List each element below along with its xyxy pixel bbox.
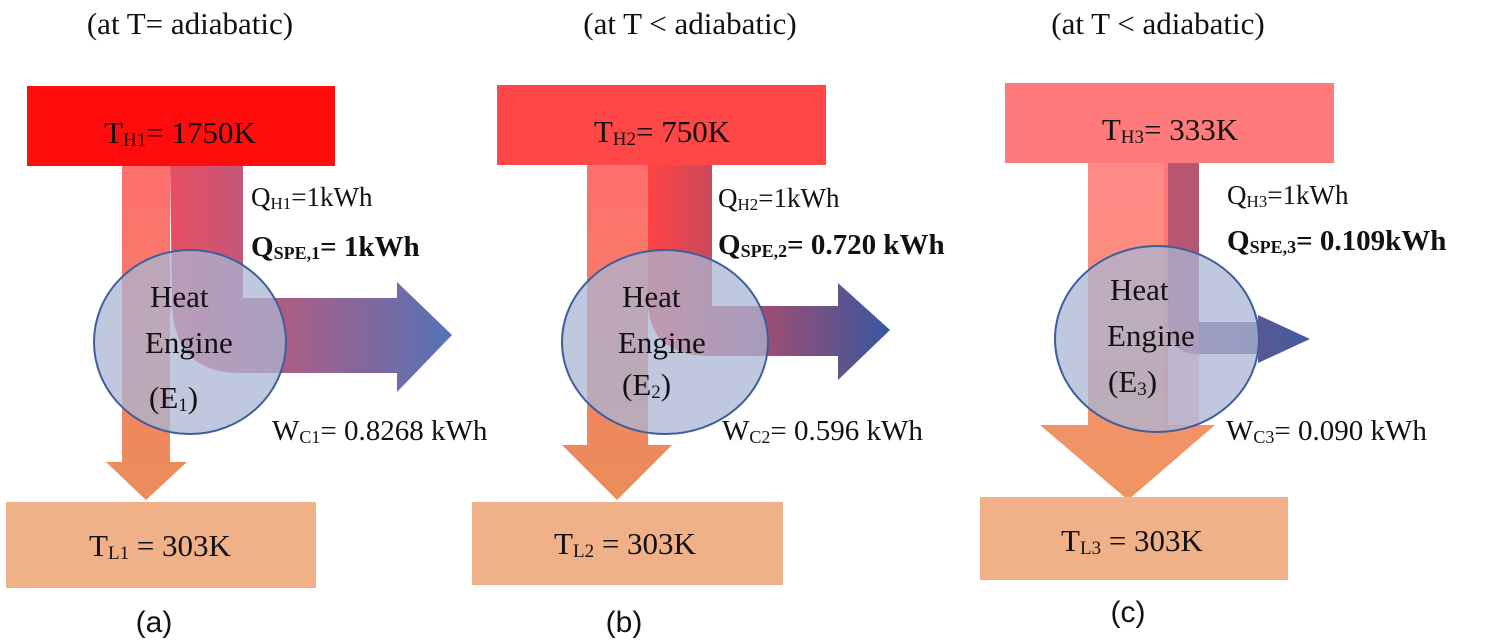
panel-label: (b) [606,606,643,639]
cold-reservoir-label: TL3 = 303K [1061,523,1204,559]
condition-label: (at T < adiabatic) [1051,6,1264,41]
heat-engine-label: Heat Engine (E1) [145,279,241,416]
condition-label: (at T= adiabatic) [87,6,293,41]
hot-reservoir [1005,83,1334,163]
panel-b: (at T < adiabatic) TH2= 750K Heat Engine… [472,6,945,639]
hot-reservoir [27,86,335,166]
specific-heat-label: QSPE,3= 0.109kWh [1227,225,1446,257]
work-output-label: WC2= 0.596 kWh [722,415,923,447]
cold-reservoir [980,497,1288,580]
specific-heat-label: QSPE,2= 0.720 kWh [718,229,945,261]
heat-engine-ellipse [1054,245,1260,433]
heat-engine-ellipse [93,249,287,435]
panel-a: (at T= adiabatic) TH1= 1750K Heat Engine… [6,6,488,639]
heat-input-label: QH1=1kWh [251,182,373,213]
heat-engine-label: Heat Engine (E2) [618,279,714,403]
heat-input-label: QH3=1kWh [1227,180,1349,211]
hot-reservoir [497,85,826,165]
heat-engine-ellipse [561,249,769,435]
specific-heat-label: QSPE,1= 1kWh [251,231,420,263]
heat-input-label: QH2=1kWh [718,183,840,214]
cold-reservoir-label: TL1 = 303K [89,528,232,564]
hot-reservoir-label: TH3= 333K [1102,112,1239,148]
cold-reservoir [6,502,316,588]
hot-reservoir-label: TH2= 750K [594,114,731,150]
panel-c: (at T < adiabatic) TH3= 333K Heat Engine… [980,6,1446,629]
condition-label: (at T < adiabatic) [583,6,796,41]
work-output-label: WC1= 0.8268 kWh [272,415,488,447]
cold-reservoir [472,502,783,585]
panel-label: (a) [136,606,173,639]
cold-reservoir-label: TL2 = 303K [554,526,697,562]
panel-label: (c) [1111,596,1146,629]
hot-reservoir-label: TH1= 1750K [104,115,256,151]
work-output-label: WC3= 0.090 kWh [1226,415,1427,447]
heat-engine-label: Heat Engine (E3) [1107,272,1203,400]
